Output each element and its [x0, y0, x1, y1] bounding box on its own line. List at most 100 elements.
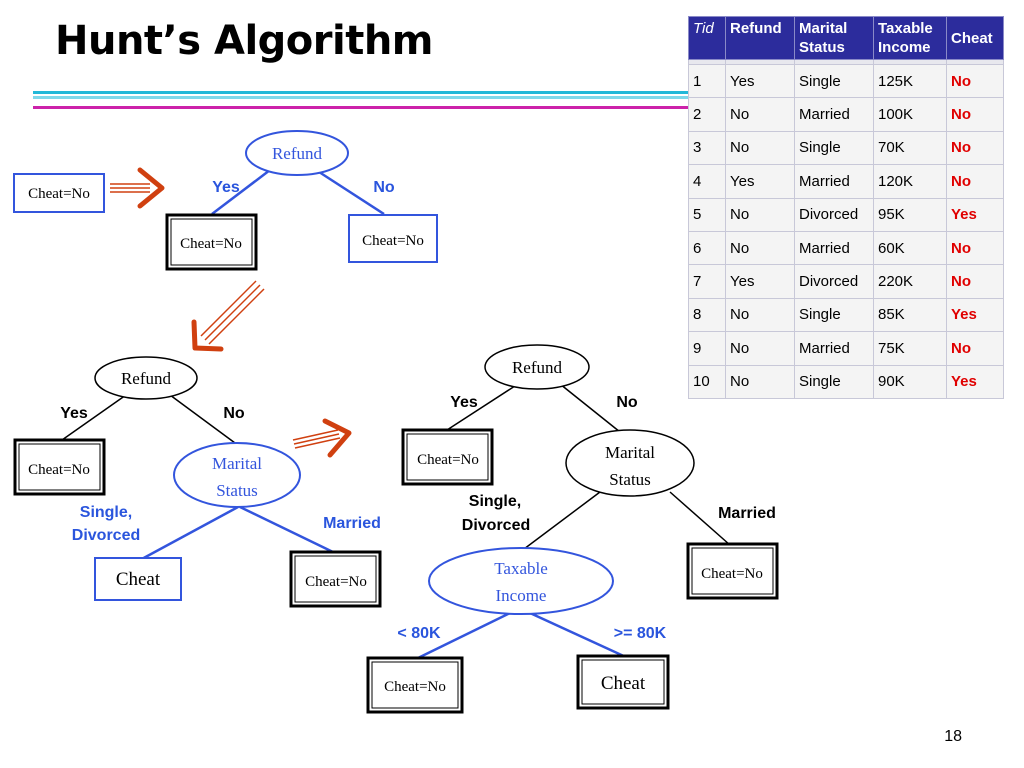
step4-no-label: No	[616, 394, 638, 411]
step4-marital-node	[565, 429, 695, 497]
step4-ge-leaf-text: Cheat	[601, 673, 646, 694]
cell-marital: Single	[794, 297, 874, 333]
step3-marital-line2: Status	[216, 481, 258, 500]
table-header-row: Tid Refund Marital Status Taxable Income…	[688, 16, 1004, 60]
cell-marital: Divorced	[794, 264, 874, 299]
step4-yes-leaf-box	[401, 428, 494, 486]
cell-cheat: No	[946, 63, 1004, 99]
cell-tid: 4	[688, 164, 726, 199]
step3-married-leaf-box	[289, 550, 382, 608]
cell-income: 95K	[873, 197, 947, 232]
cell-income: 60K	[873, 230, 947, 266]
step2-root-text: Refund	[272, 144, 323, 163]
cell-marital: Single	[794, 63, 874, 99]
cell-income: 125K	[873, 63, 947, 99]
step3-single-label-1: Single,	[80, 504, 132, 521]
step4-single-label-1: Single,	[469, 493, 521, 510]
step4-tree: Refund Yes No Cheat=No Marital Status Si…	[366, 344, 779, 714]
slide-title: Hunt’s Algorithm	[55, 18, 433, 64]
step3-married-label: Married	[323, 515, 381, 532]
cell-refund: No	[725, 130, 795, 166]
step3-married-leaf-text: Cheat=No	[305, 574, 367, 590]
arrow-right-1	[110, 167, 165, 209]
cell-cheat: No	[946, 331, 1004, 366]
cell-tid: 5	[688, 197, 726, 232]
cell-income: 75K	[873, 331, 947, 366]
title-bar-cyan-2	[33, 96, 988, 99]
step4-ge-label: >= 80K	[614, 625, 667, 642]
cell-refund: No	[725, 197, 795, 232]
step2-no-leaf-text: Cheat=No	[362, 233, 424, 249]
header-tid: Tid	[688, 16, 726, 60]
cell-tid: 2	[688, 97, 726, 132]
cell-marital: Married	[794, 97, 874, 132]
cell-income: 120K	[873, 164, 947, 199]
cell-tid: 10	[688, 364, 726, 399]
step4-lt-label: < 80K	[397, 625, 441, 642]
step3-root-text: Refund	[121, 369, 172, 388]
step4-root-node	[484, 344, 590, 390]
step2-tree: Refund Yes No Cheat=No Cheat=No	[165, 130, 438, 271]
step4-married-leaf-box	[686, 542, 779, 600]
cell-refund: Yes	[725, 63, 795, 99]
step4-yes-label: Yes	[450, 394, 478, 411]
step2-root-node	[245, 130, 349, 176]
step3-single-label-2: Divorced	[72, 527, 140, 544]
step3-tree: Refund Yes No Cheat=No Marital Status Si…	[13, 356, 382, 608]
step3-yes-leaf-text: Cheat=No	[28, 462, 90, 478]
step4-income-line1: Taxable	[494, 559, 548, 578]
step3-marital-node	[173, 442, 301, 508]
step4-marital-line2: Status	[609, 470, 651, 489]
cell-cheat: No	[946, 164, 1004, 199]
step4-lt-leaf-box	[366, 656, 464, 714]
step3-marital-line1: Marital	[212, 454, 262, 473]
cell-refund: No	[725, 331, 795, 366]
cell-refund: No	[725, 230, 795, 266]
cell-marital: Married	[794, 164, 874, 199]
cell-marital: Divorced	[794, 197, 874, 232]
arrow-right-2	[292, 418, 352, 458]
cell-marital: Married	[794, 331, 874, 366]
cell-income: 70K	[873, 130, 947, 166]
cell-income: 90K	[873, 364, 947, 399]
cell-cheat: No	[946, 97, 1004, 132]
step2-yes-leaf-text: Cheat=No	[180, 236, 242, 252]
cell-marital: Single	[794, 130, 874, 166]
step4-yes-leaf-text: Cheat=No	[417, 452, 479, 468]
step1-leaf-text: Cheat=No	[28, 186, 90, 202]
cell-marital: Single	[794, 364, 874, 399]
header-marital-status: Marital Status	[794, 16, 874, 60]
cell-cheat: Yes	[946, 197, 1004, 232]
cell-tid: 7	[688, 264, 726, 299]
cell-refund: No	[725, 97, 795, 132]
header-taxable-income: Taxable Income	[873, 16, 947, 60]
step4-income-line2: Income	[496, 586, 547, 605]
cell-tid: 3	[688, 130, 726, 166]
cell-income: 100K	[873, 97, 947, 132]
step3-yes-label: Yes	[60, 405, 88, 422]
cell-cheat: Yes	[946, 297, 1004, 333]
step4-ge-leaf-box	[576, 654, 670, 710]
cell-refund: No	[725, 364, 795, 399]
cell-cheat: No	[946, 230, 1004, 266]
cell-cheat: No	[946, 264, 1004, 299]
header-cheat: Cheat	[946, 16, 1004, 60]
step1-tree: Cheat=No	[13, 173, 105, 213]
cell-refund: Yes	[725, 264, 795, 299]
cell-refund: No	[725, 297, 795, 333]
cell-tid: 6	[688, 230, 726, 266]
training-data-table: Tid Refund Marital Status Taxable Income…	[688, 16, 1004, 399]
step2-yes-label: Yes	[212, 179, 240, 196]
step1-leaf-box	[13, 173, 105, 213]
step4-marital-line1: Marital	[605, 443, 655, 462]
page-number: 18	[944, 728, 962, 745]
title-bar-magenta	[33, 106, 988, 109]
